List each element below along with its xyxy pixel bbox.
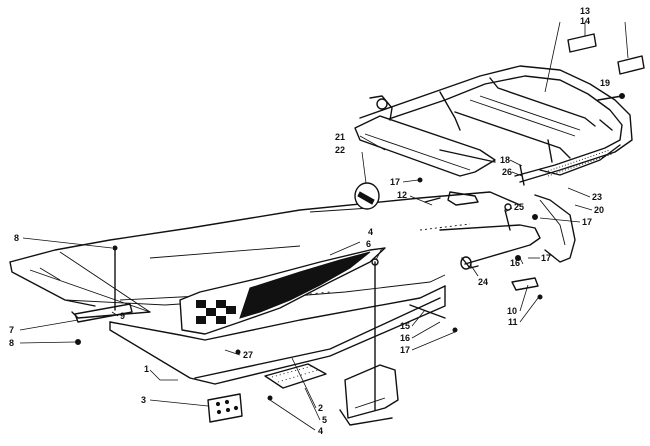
cross-shaft bbox=[439, 191, 541, 270]
callout-23: 23 bbox=[592, 192, 602, 202]
hardware-fasteners bbox=[235, 164, 538, 401]
rear-bumper-assembly bbox=[359, 65, 633, 183]
callout-22: 22 bbox=[335, 145, 345, 155]
callout-7: 7 bbox=[9, 325, 14, 335]
callout-2: 2 bbox=[318, 403, 323, 413]
callout-17b: 17 bbox=[582, 217, 592, 227]
callout-5: 5 bbox=[322, 415, 327, 425]
callout-10: 10 bbox=[507, 306, 517, 316]
reflector-decals bbox=[567, 33, 645, 75]
callout-17d: 17 bbox=[400, 345, 410, 355]
callout-20: 20 bbox=[594, 205, 604, 215]
callout-3: 3 bbox=[141, 395, 146, 405]
callout-15: 15 bbox=[400, 321, 410, 331]
callout-14: 14 bbox=[580, 16, 590, 26]
side-bracket-right bbox=[534, 194, 576, 263]
leader-lines bbox=[19, 21, 629, 431]
callout-4b: 4 bbox=[318, 426, 323, 436]
tunnel-panel bbox=[9, 191, 521, 385]
callout-19: 19 bbox=[600, 78, 610, 88]
callout-25: 25 bbox=[514, 202, 524, 212]
callout-17c: 17 bbox=[541, 253, 551, 263]
callout-labels: 13 14 19 21 22 18 26 17 12 23 20 25 17 4… bbox=[9, 6, 610, 436]
plate-5 bbox=[264, 363, 327, 389]
callout-24: 24 bbox=[478, 277, 488, 287]
callout-26: 26 bbox=[502, 167, 512, 177]
side-decal bbox=[179, 247, 386, 335]
oval-part-22 bbox=[354, 182, 380, 210]
callout-21: 21 bbox=[335, 132, 345, 142]
callout-1: 1 bbox=[144, 364, 149, 374]
checker-pattern bbox=[196, 300, 236, 324]
callout-11: 11 bbox=[508, 317, 518, 327]
callout-4a: 4 bbox=[368, 227, 373, 237]
support-rod bbox=[371, 258, 379, 411]
plate-3 bbox=[207, 393, 243, 423]
callout-16b: 16 bbox=[400, 333, 410, 343]
callout-27: 27 bbox=[243, 350, 253, 360]
callout-8a: 8 bbox=[14, 233, 19, 243]
callout-18: 18 bbox=[500, 155, 510, 165]
bracket-10 bbox=[511, 277, 543, 300]
rack-deck-plate bbox=[354, 95, 496, 177]
callout-12: 12 bbox=[397, 190, 407, 200]
left-bracket bbox=[74, 245, 133, 345]
callout-17a: 17 bbox=[390, 177, 400, 187]
callout-16a: 16 bbox=[510, 258, 520, 268]
callout-9: 9 bbox=[120, 311, 125, 321]
callout-8b: 8 bbox=[9, 338, 14, 348]
bolt-19 bbox=[597, 93, 625, 101]
callout-6: 6 bbox=[366, 239, 371, 249]
callout-13: 13 bbox=[580, 6, 590, 16]
mount-bracket bbox=[339, 364, 399, 426]
